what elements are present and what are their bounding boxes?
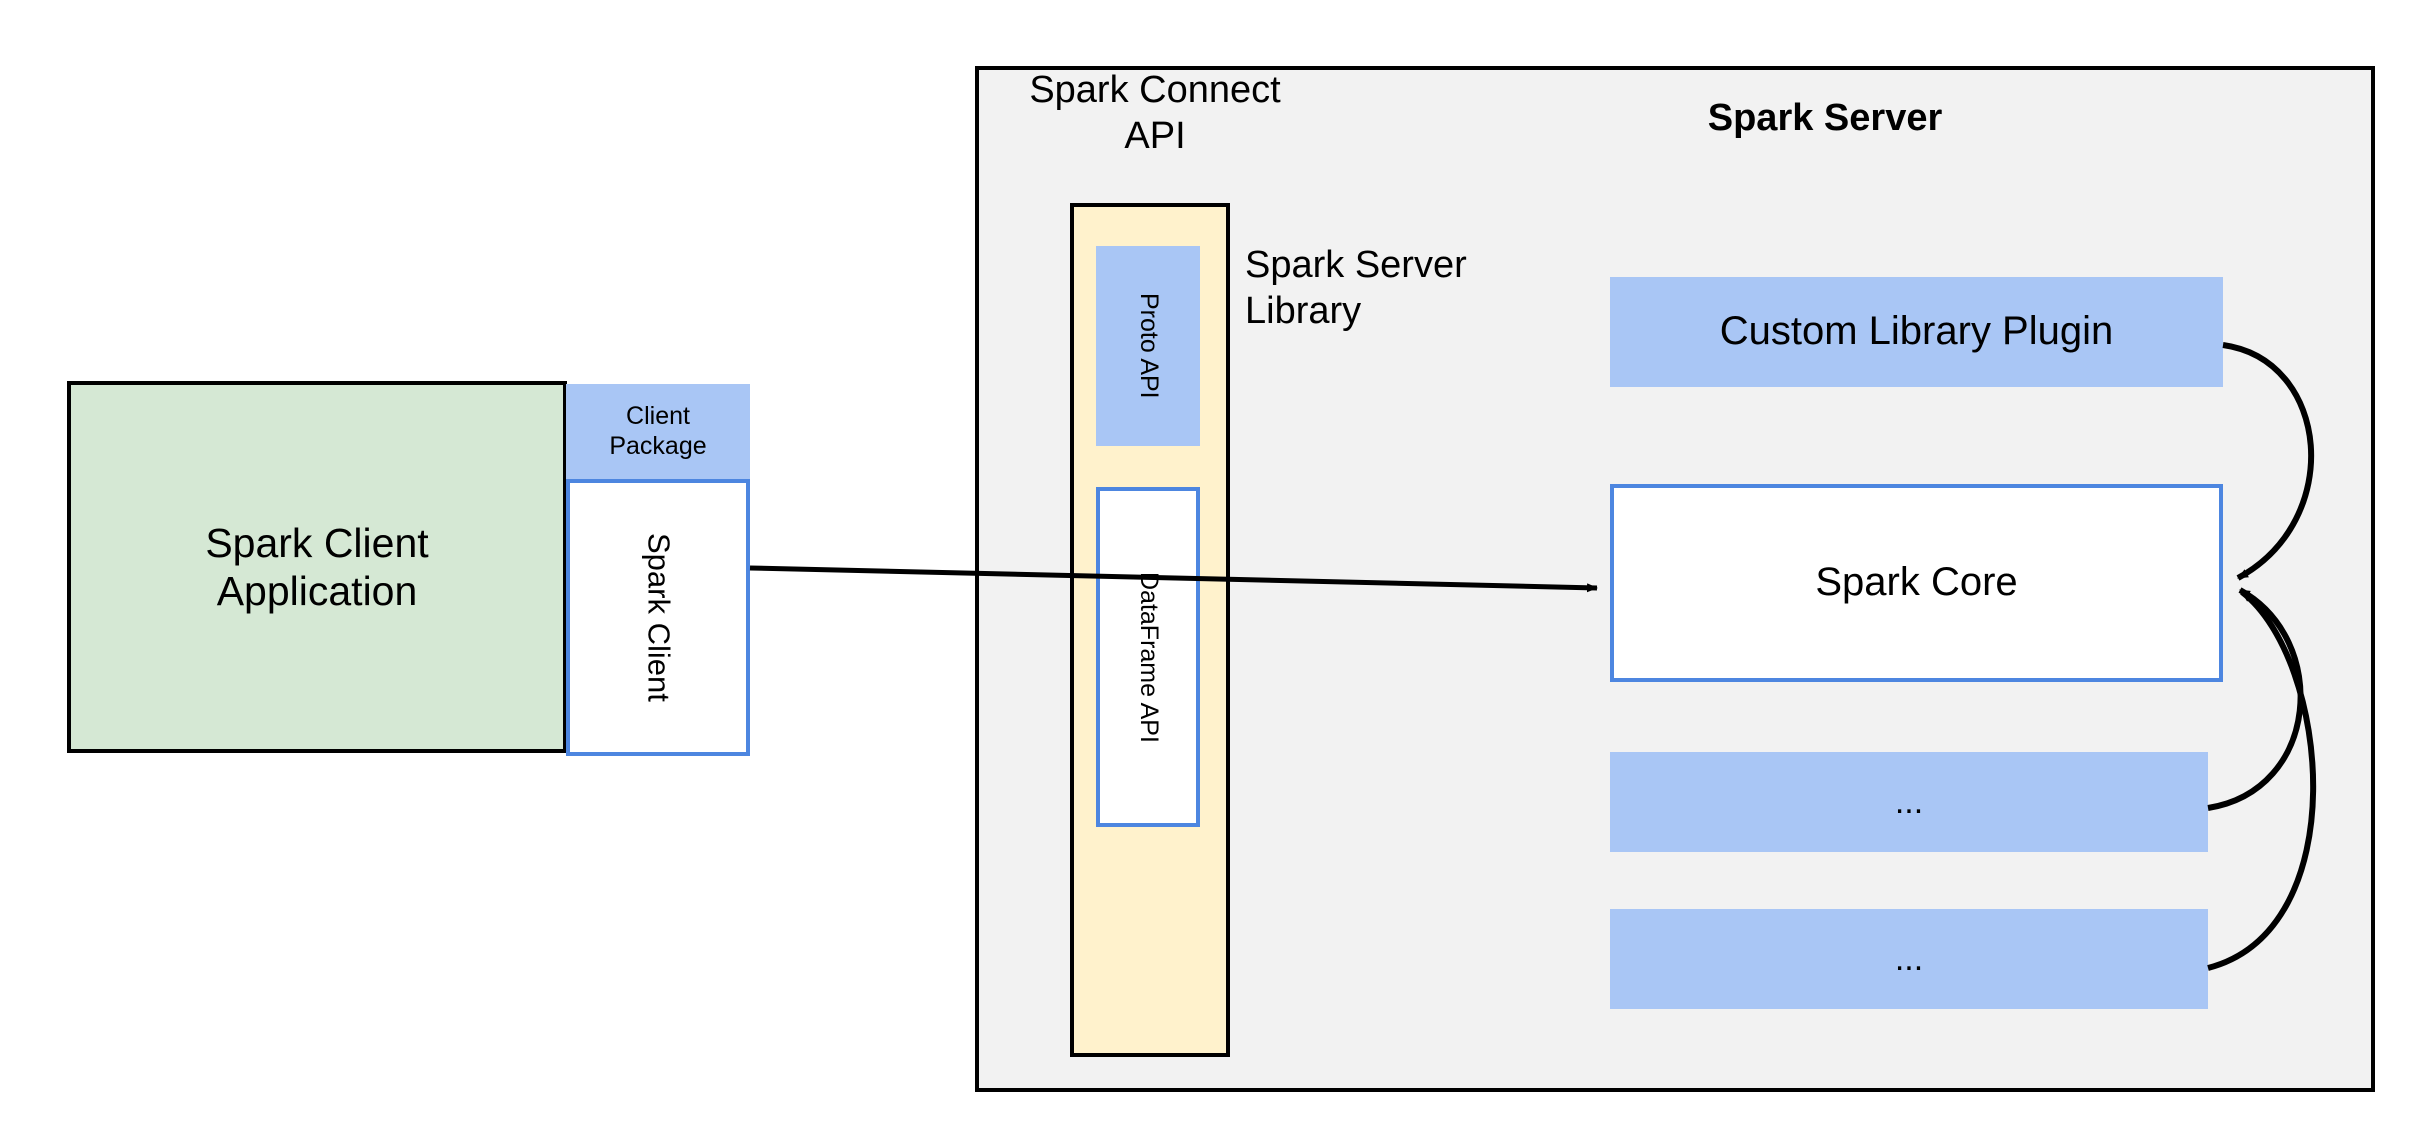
server-component-ellipsis-2-label: ... [1894, 939, 1924, 978]
custom-library-plugin-label: Custom Library Plugin [1719, 309, 2114, 354]
spark-server-title: Spark Server [1707, 97, 1943, 139]
spark-connect-api-label: Spark Connect API [1029, 69, 1281, 157]
spark-client-label: Spark Client [641, 533, 677, 702]
spark-client-application-box[interactable]: Spark Client Application [67, 381, 567, 753]
proto-api-box[interactable]: Proto API [1096, 246, 1200, 446]
spark-server-library-label: Spark Server Library [1245, 244, 1467, 332]
dataframe-api-box[interactable]: DataFrame API [1096, 487, 1200, 827]
proto-api-label: Proto API [1134, 293, 1163, 399]
custom-library-plugin-box[interactable]: Custom Library Plugin [1610, 277, 2223, 387]
spark-core-box[interactable]: Spark Core [1610, 484, 2223, 682]
server-component-ellipsis-2[interactable]: ... [1610, 909, 2208, 1009]
spark-client-box[interactable]: Spark Client [566, 479, 750, 756]
server-component-ellipsis-1[interactable]: ... [1610, 752, 2208, 852]
dataframe-api-label: DataFrame API [1134, 571, 1163, 743]
client-package-box[interactable]: Client Package [566, 384, 750, 479]
server-component-ellipsis-1-label: ... [1894, 782, 1924, 821]
client-package-label: Client Package [609, 402, 707, 460]
spark-core-label: Spark Core [1815, 560, 2018, 605]
spark-client-application-label: Spark Client Application [205, 519, 429, 614]
